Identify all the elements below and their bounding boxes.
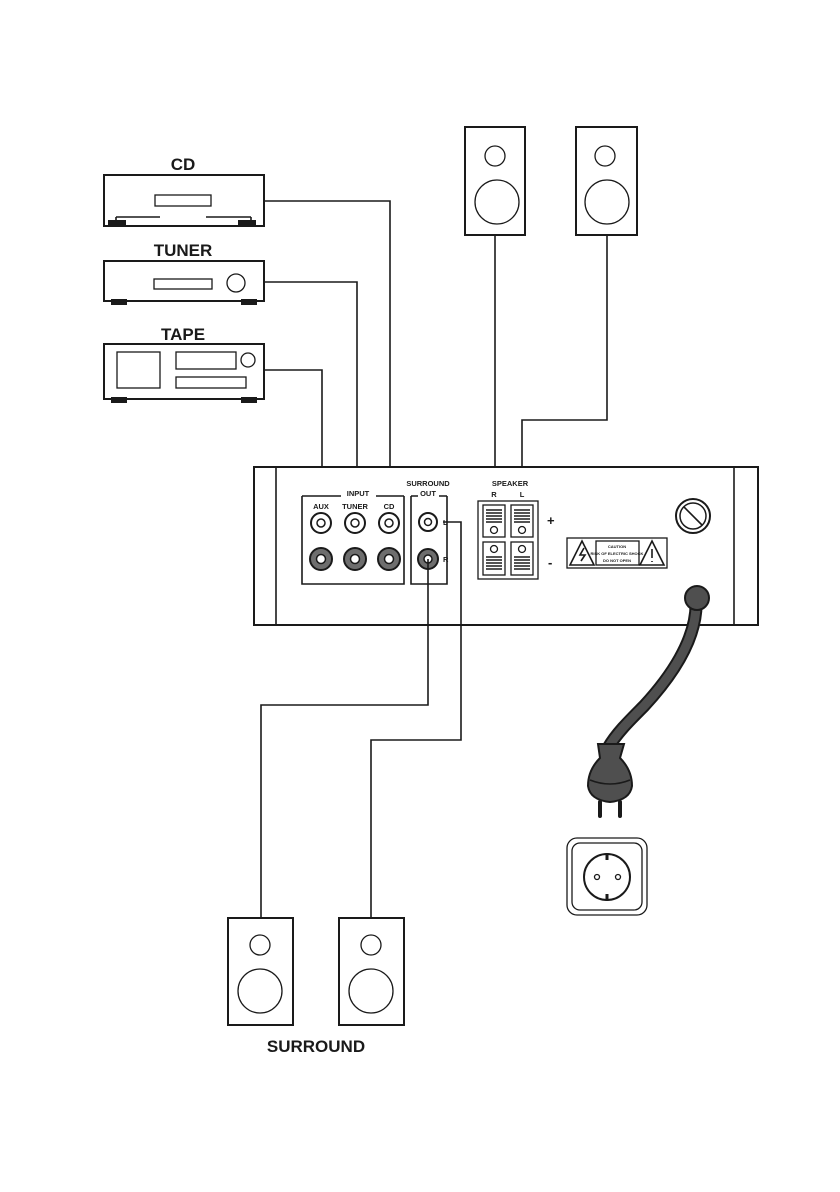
- minus-label: -: [548, 555, 552, 570]
- jack-label-aux: AUX: [313, 502, 329, 511]
- surround-speaker-left: [339, 918, 404, 1025]
- speaker-left-cable: [522, 235, 607, 474]
- tuner-device: TUNER: [104, 241, 264, 305]
- plus-label: +: [547, 513, 555, 528]
- tuner-cable: [264, 282, 357, 474]
- cd-cable: [264, 201, 390, 474]
- caution-line-2: RISK OF ELECTRIC SHOCK: [591, 551, 644, 556]
- tape-cable: [264, 370, 322, 474]
- caution-line-1: CAUTION: [608, 544, 626, 549]
- rca-jacks-bottom: [310, 548, 400, 570]
- speaker-terminals: [478, 501, 538, 579]
- surround-r-label: R: [443, 555, 449, 564]
- surround-out-label: SURROUND: [406, 479, 450, 488]
- wall-socket: [567, 838, 647, 915]
- cd-label: CD: [171, 155, 196, 174]
- front-speaker-right: [465, 127, 525, 235]
- amplifier-rear-panel: INPUT AUX TUNER CD SURROUND OUT L R SPEA…: [254, 467, 758, 625]
- input-cables: [264, 201, 607, 474]
- tape-deck: TAPE: [104, 325, 264, 403]
- surround-speakers-label: SURROUND: [267, 1037, 365, 1056]
- tuner-label: TUNER: [154, 241, 213, 260]
- jack-label-cd: CD: [384, 502, 395, 511]
- cd-player: CD: [104, 155, 264, 226]
- surround-speaker-right: [228, 918, 293, 1025]
- speaker-label: SPEAKER: [492, 479, 529, 488]
- rca-jacks-top: [311, 513, 399, 533]
- speaker-r-label: R: [491, 490, 497, 499]
- fuse-holder: [676, 499, 710, 533]
- tape-label: TAPE: [161, 325, 205, 344]
- speaker-l-label: L: [520, 490, 525, 499]
- surround-out-sublabel: OUT: [420, 489, 436, 498]
- front-speaker-left: [576, 127, 637, 235]
- caution-label: CAUTION RISK OF ELECTRIC SHOCK DO NOT OP…: [567, 538, 667, 568]
- caution-line-3: DO NOT OPEN: [603, 558, 631, 563]
- jack-label-tuner: TUNER: [342, 502, 368, 511]
- input-label: INPUT: [347, 489, 370, 498]
